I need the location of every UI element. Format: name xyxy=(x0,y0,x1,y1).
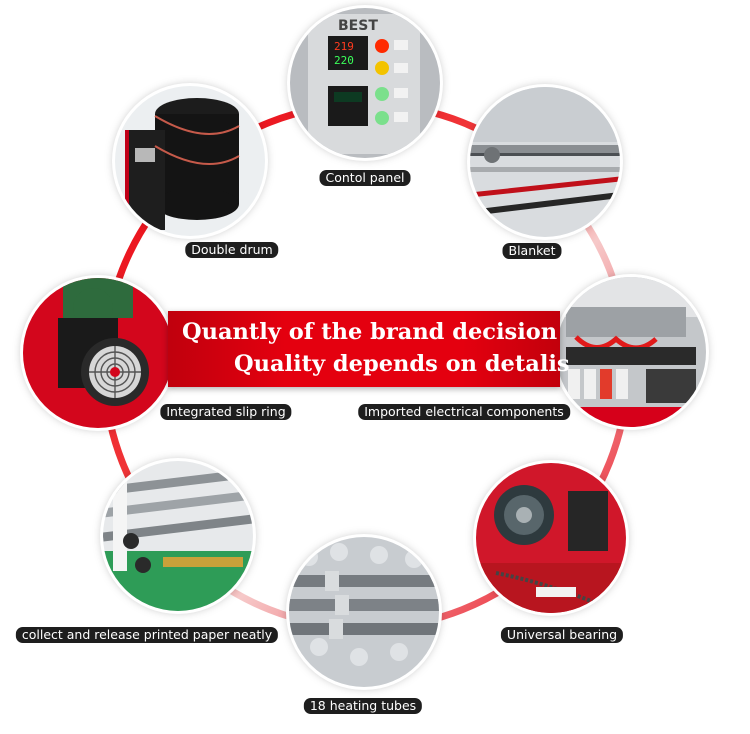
blanket-photo xyxy=(470,87,620,237)
universal-bearing-photo xyxy=(476,463,626,613)
electrical-components-photo xyxy=(556,277,706,427)
label-paper-rollers: collect and release printed paper neatly xyxy=(15,627,279,643)
banner-line-2: Quality depends on detalis xyxy=(234,351,570,377)
label-heating-tubes: 18 heating tubes xyxy=(303,698,423,714)
label-double-drum: Double drum xyxy=(185,242,279,258)
paper-rollers-photo xyxy=(103,461,253,611)
control-panel-photo: BEST 219 220 xyxy=(290,8,440,158)
double-drum-photo xyxy=(115,86,265,236)
label-electrical-components: Imported electrical components xyxy=(358,404,570,420)
label-control-panel: Contol panel xyxy=(319,170,411,186)
label-blanket: Blanket xyxy=(502,243,562,259)
panel-readout-2: 220 xyxy=(334,54,354,67)
headline-banner: Quantly of the brand decision Quality de… xyxy=(168,311,570,387)
banner-line-1: Quantly of the brand decision xyxy=(182,319,558,345)
heating-tubes-photo xyxy=(289,537,439,687)
slip-ring-photo xyxy=(23,278,173,428)
label-slip-ring: Integrated slip ring xyxy=(160,404,292,420)
label-universal-bearing: Universal bearing xyxy=(500,627,624,643)
panel-brand-text: BEST xyxy=(338,18,378,34)
panel-readout-1: 219 xyxy=(334,40,354,53)
